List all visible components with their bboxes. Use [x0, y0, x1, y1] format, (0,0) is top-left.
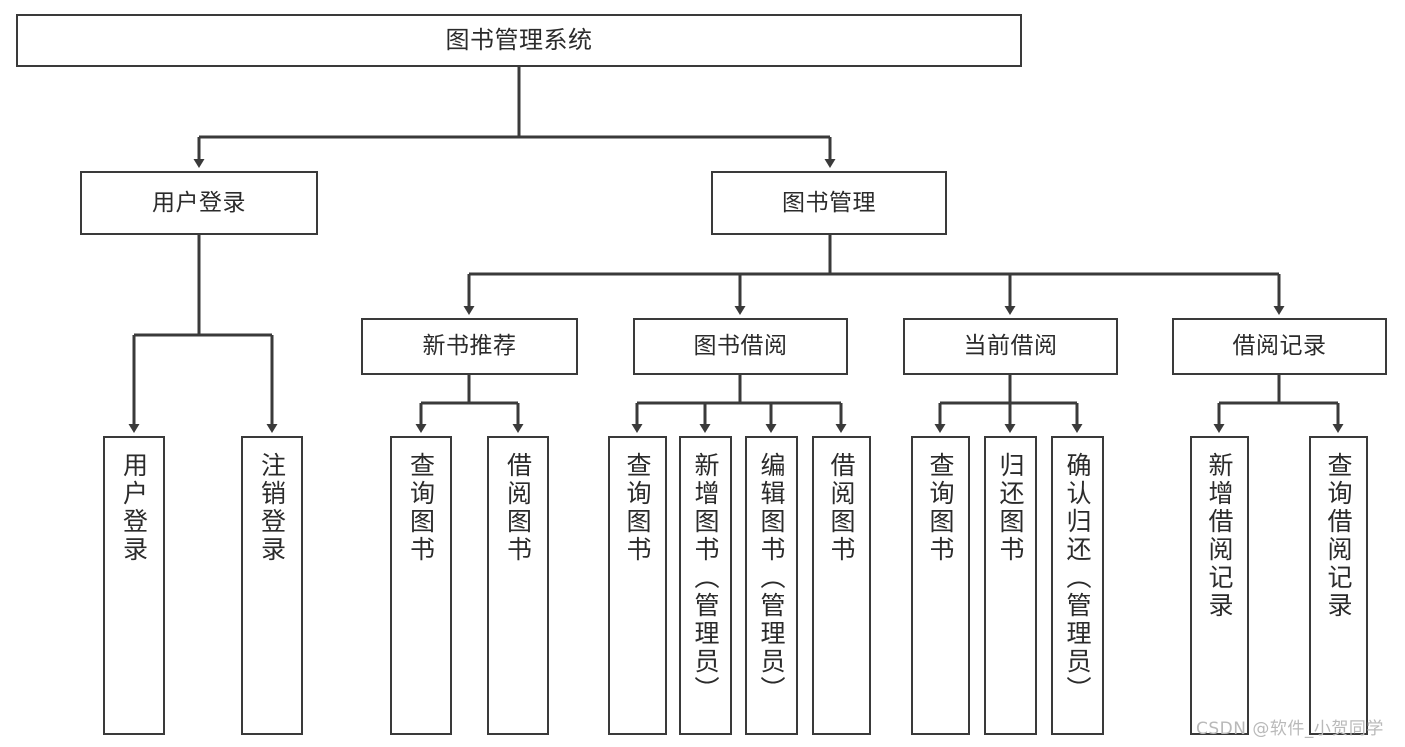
node-book-manage[interactable]: 图书管理 — [711, 171, 947, 235]
node-label: 借阅图书 — [503, 452, 533, 564]
node-label: 新书推荐 — [422, 333, 517, 360]
leaf-user-logout[interactable]: 注销登录 — [241, 436, 303, 735]
leaf-record-query-borrow-record[interactable]: 查询借阅记录 — [1309, 436, 1368, 735]
node-label: 归还图书 — [996, 452, 1025, 564]
node-label: 新增图书（管理员） — [691, 452, 720, 704]
node-label: 查询图书 — [926, 452, 955, 564]
node-label: 编辑图书（管理员） — [757, 452, 786, 704]
leaf-borrow-edit-book-admin[interactable]: 编辑图书（管理员） — [745, 436, 798, 735]
node-label: 用户登录 — [152, 189, 246, 216]
node-borrow-record[interactable]: 借阅记录 — [1172, 318, 1387, 375]
node-user-login[interactable]: 用户登录 — [80, 171, 318, 235]
leaf-current-confirm-return-admin[interactable]: 确认归还（管理员） — [1051, 436, 1104, 735]
leaf-user-login[interactable]: 用户登录 — [103, 436, 165, 735]
node-label: 图书管理 — [782, 189, 876, 216]
node-book-borrow[interactable]: 图书借阅 — [633, 318, 848, 375]
leaf-borrow-borrow-book[interactable]: 借阅图书 — [812, 436, 871, 735]
csdn-watermark: CSDN @软件_小贺同学 — [1196, 719, 1384, 739]
node-label: 借阅图书 — [827, 452, 856, 564]
node-current-borrow[interactable]: 当前借阅 — [903, 318, 1118, 375]
node-label: 图书管理系统 — [445, 25, 593, 54]
node-label: 借阅记录 — [1232, 333, 1327, 360]
leaf-current-return-book[interactable]: 归还图书 — [984, 436, 1037, 735]
leaf-record-add-borrow-record[interactable]: 新增借阅记录 — [1190, 436, 1249, 735]
leaf-borrow-query-book[interactable]: 查询图书 — [608, 436, 667, 735]
node-new-book-recommend[interactable]: 新书推荐 — [361, 318, 578, 375]
leaf-borrow-add-book-admin[interactable]: 新增图书（管理员） — [679, 436, 732, 735]
leaf-newbook-borrow-book[interactable]: 借阅图书 — [487, 436, 549, 735]
leaf-current-query-book[interactable]: 查询图书 — [911, 436, 970, 735]
node-label: 查询图书 — [623, 452, 652, 564]
node-label: 图书借阅 — [693, 333, 788, 360]
node-label: 新增借阅记录 — [1205, 452, 1234, 620]
leaf-newbook-query-book[interactable]: 查询图书 — [390, 436, 452, 735]
node-root-system[interactable]: 图书管理系统 — [16, 14, 1022, 67]
node-label: 查询借阅记录 — [1324, 452, 1353, 620]
node-label: 查询图书 — [406, 452, 436, 564]
node-label: 确认归还（管理员） — [1063, 452, 1092, 704]
node-label: 当前借阅 — [963, 333, 1058, 360]
node-label: 注销登录 — [257, 452, 287, 564]
node-label: 用户登录 — [119, 452, 149, 564]
